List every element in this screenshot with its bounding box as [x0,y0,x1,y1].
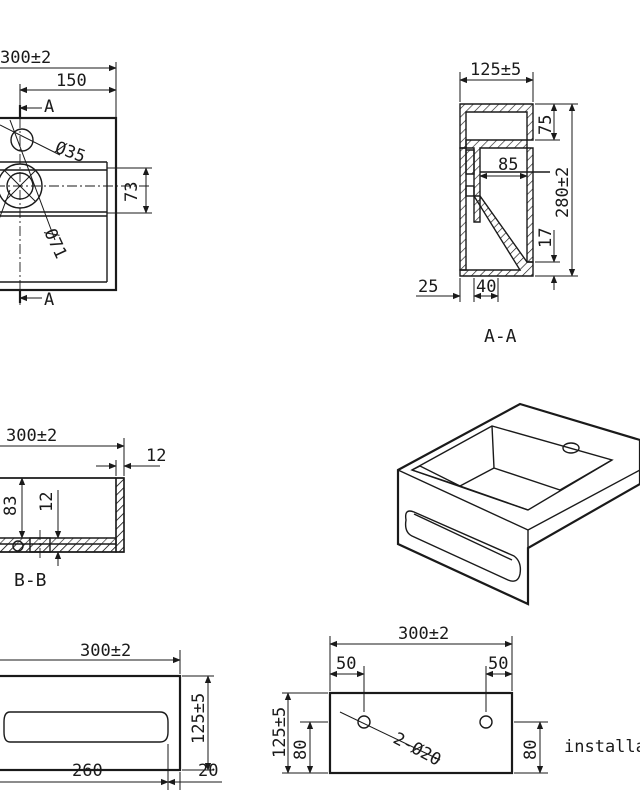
aa-title: A-A [484,326,517,347]
aa-rim-dim: 75 [536,115,556,135]
aa-left-dim: 25 [418,277,438,297]
front-edge-dim: 20 [198,761,218,781]
top-view: 300±2 150 A A Ø35 Ø71 73 [0,48,152,310]
aa-top-dim: 125±5 [470,60,521,80]
section-bb: 300±2 12 83 12 B-B [0,426,166,591]
top-half-dim: 150 [56,71,87,91]
aa-inner-dim: 85 [498,155,518,175]
drain-dim: Ø71 [39,226,70,262]
install-width-dim: 300±2 [398,624,449,644]
aa-height-dim: 280±2 [553,167,573,218]
install-hole-right [479,715,493,729]
bb-width-dim: 300±2 [6,426,57,446]
front-height-dim: 125±5 [189,693,209,744]
install-hole-left [357,715,371,729]
bb-floor-dim: 12 [37,492,57,512]
install-left-hole-height: 80 [291,740,311,760]
aa-bottom-dim: 17 [536,228,556,248]
front-width-dim: 300±2 [80,641,131,661]
install-view: 300±2 50 50 2-Ø20 125±5 80 80 installati [270,624,640,775]
faucet-hole-dim: Ø35 [52,138,88,167]
aa-drain-dim: 40 [476,277,496,297]
install-right-offset: 50 [488,654,508,674]
section-aa: 85 125±5 75 280±2 17 25 40 A-A [416,60,578,347]
install-holes-dim: 2-Ø20 [390,729,445,771]
section-a-top: A [44,97,54,117]
front-slot-dim: 260 [72,761,103,781]
install-right-hole-height: 80 [521,740,541,760]
top-depth-dim: 73 [122,182,142,202]
bb-title: B-B [14,570,47,591]
isometric-view [396,402,640,606]
bb-wall-dim: 12 [146,446,166,466]
section-a-bottom: A [44,290,54,310]
top-width-dim: 300±2 [0,48,51,68]
front-view: 300±2 125±5 260 20 [0,641,222,790]
install-left-height: 125±5 [270,707,290,758]
install-caption: installati [564,737,640,757]
top-view-outline [0,116,118,292]
bb-height-dim: 83 [1,496,21,516]
install-left-offset: 50 [336,654,356,674]
